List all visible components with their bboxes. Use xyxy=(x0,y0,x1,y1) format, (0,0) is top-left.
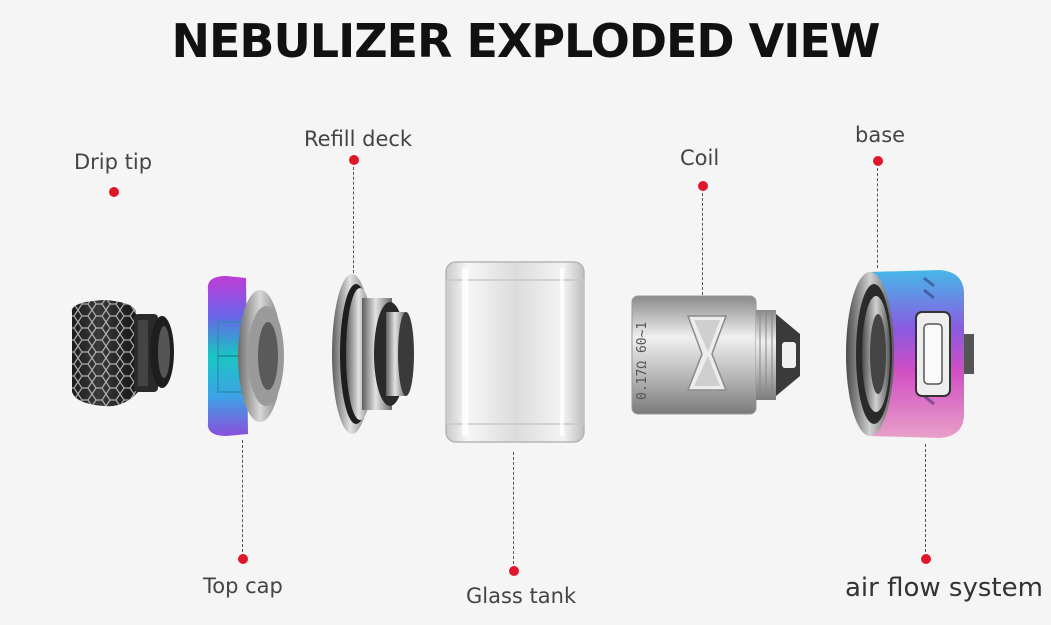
leader-dot-glass-tank xyxy=(509,566,519,576)
page-title: NEBULIZER EXPLODED VIEW xyxy=(171,14,880,68)
leader-dot-top-cap xyxy=(238,554,248,564)
leader-line-glass-tank xyxy=(513,452,514,564)
base-illustration xyxy=(846,270,974,438)
leader-line-air-flow xyxy=(925,444,926,552)
drip-tip-illustration xyxy=(71,300,174,407)
leader-dot-coil xyxy=(698,181,708,191)
leader-line-refill-deck xyxy=(353,167,354,273)
refill-deck-illustration xyxy=(332,274,414,434)
label-top-cap: Top cap xyxy=(203,574,283,598)
leader-line-base xyxy=(877,168,878,268)
label-drip-tip: Drip tip xyxy=(74,150,153,174)
label-base: base xyxy=(855,123,906,147)
label-glass-tank: Glass tank xyxy=(466,584,577,608)
leader-line-coil xyxy=(702,193,703,295)
leader-dot-air-flow xyxy=(921,554,931,564)
leader-line-top-cap xyxy=(242,440,243,552)
label-air-flow-system: air flow system xyxy=(845,573,1043,603)
leader-dot-drip-tip xyxy=(109,187,119,197)
leader-dot-base xyxy=(873,156,883,166)
glass-tank-illustration xyxy=(445,261,585,443)
top-cap-illustration xyxy=(207,276,284,436)
label-coil: Coil xyxy=(680,146,720,170)
label-refill-deck: Refill deck xyxy=(304,127,413,151)
coil-illustration: 0.17Ω 60~1 xyxy=(631,295,800,415)
leader-dot-refill-deck xyxy=(349,155,359,165)
coil-resistance-text: 0.17Ω 60~1 xyxy=(635,322,650,400)
